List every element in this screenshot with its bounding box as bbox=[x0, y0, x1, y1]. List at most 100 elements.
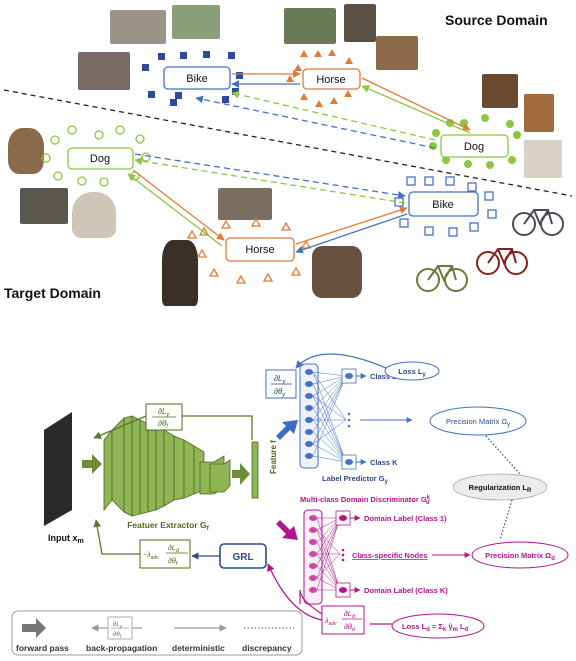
source-bike-node bbox=[163, 66, 231, 90]
target-bike-markers bbox=[394, 176, 497, 237]
gradient-dd-numerator: ∂Ld bbox=[344, 609, 356, 620]
loss-d-ellipse bbox=[391, 613, 485, 639]
dog-photo bbox=[524, 140, 562, 178]
class-specific-nodes-label: Class-specific Nodes bbox=[352, 551, 427, 560]
domain-label-1: Domain Label (Class 1) bbox=[364, 514, 447, 523]
gradient-df-prefix: −λadv bbox=[143, 552, 159, 561]
dog-photo bbox=[8, 128, 44, 174]
legend-discrepancy-label: discrepancy bbox=[242, 643, 292, 653]
gradient-dd-prefix: λadv bbox=[324, 618, 337, 627]
input-image bbox=[44, 412, 72, 526]
discrepancy-line bbox=[499, 499, 513, 541]
target-horse-node bbox=[225, 237, 295, 262]
gradient-df-numerator: ∂Ld bbox=[168, 543, 180, 554]
source-bike-markers bbox=[142, 51, 243, 106]
precision-matrix-y-label: Precision Matrix Ωy bbox=[446, 417, 510, 428]
discriminator-nodes bbox=[309, 515, 317, 593]
regularization-label: Regularization LR bbox=[469, 483, 532, 494]
class-k-node bbox=[345, 459, 353, 465]
source-horse-node bbox=[302, 68, 361, 90]
source-horse-label: Horse bbox=[316, 74, 345, 86]
domain-class-1-node bbox=[339, 515, 347, 521]
target-bike-label: Bike bbox=[432, 199, 453, 211]
discriminator-backprop bbox=[267, 563, 323, 621]
discrepancy-line bbox=[485, 435, 521, 475]
label-predictor-edges bbox=[312, 371, 347, 463]
gradient-box-discriminator bbox=[321, 605, 365, 635]
bike-drawing bbox=[416, 209, 564, 292]
backprop-line bbox=[182, 415, 253, 440]
forward-pass-arrow bbox=[276, 520, 298, 540]
source-domain-title: Source Domain bbox=[445, 12, 548, 28]
legend-forward-label: forward pass bbox=[16, 643, 69, 653]
ellipsis-dots bbox=[341, 548, 345, 562]
horse-photo bbox=[162, 240, 198, 306]
discriminator-edges bbox=[316, 517, 341, 591]
gradient-f-numerator: ∂Ly bbox=[158, 407, 170, 418]
label-predictor-hidden-layer bbox=[299, 363, 319, 469]
target-domain-title: Target Domain bbox=[4, 285, 101, 301]
precision-matrix-d-label: Precision Matrix Ωd bbox=[485, 551, 555, 562]
target-dog-markers bbox=[41, 125, 151, 187]
legend-backprop-label: back-propagation bbox=[86, 643, 157, 653]
class-k-label: Class K bbox=[370, 458, 398, 467]
label-predictor-label: Label Predictor Gy bbox=[322, 474, 389, 485]
bike-photo bbox=[172, 5, 220, 39]
bike-photo bbox=[110, 10, 166, 44]
feature-extractor-label: Featuer Extractor Gf bbox=[127, 520, 209, 532]
label-predictor-nodes bbox=[305, 369, 313, 459]
precision-matrix-y bbox=[429, 406, 527, 436]
horse-photo bbox=[218, 188, 272, 220]
forward-pass-arrow bbox=[82, 454, 102, 474]
backprop-arrow bbox=[93, 415, 147, 439]
bike-photo bbox=[78, 52, 130, 90]
dog-photo bbox=[482, 74, 518, 108]
target-dog-node bbox=[67, 147, 134, 170]
gradient-y-numerator: ∂Ly bbox=[274, 374, 286, 385]
source-dog-label: Dog bbox=[464, 141, 484, 153]
loss-y-label: Loss Ly bbox=[398, 367, 426, 378]
feature-label: Feature f bbox=[269, 440, 278, 474]
domain-label-k: Domain Label (Class K) bbox=[364, 586, 448, 595]
gradient-y-denominator: ∂θy bbox=[274, 387, 286, 398]
precision-matrix-d bbox=[471, 541, 569, 569]
class-1-label: Class 1 bbox=[370, 372, 396, 381]
grl-label: GRL bbox=[232, 552, 253, 563]
target-dog-label: Dog bbox=[90, 153, 110, 165]
gradient-df-denominator: ∂θf bbox=[168, 556, 178, 567]
horse-photo bbox=[376, 36, 418, 70]
legend-bp-denominator: ∂θf bbox=[113, 631, 122, 640]
legend-forward-icon bbox=[22, 618, 46, 638]
horse-photo bbox=[312, 246, 362, 298]
horse-photo bbox=[344, 4, 376, 42]
legend-bp-numerator: ∂Ly bbox=[113, 621, 123, 630]
domain-class-k-node bbox=[339, 587, 347, 593]
loss-y-backprop bbox=[295, 353, 387, 369]
source-dog-node bbox=[440, 134, 509, 158]
regularization-ellipse bbox=[452, 473, 548, 501]
dog-photo bbox=[524, 94, 554, 132]
class-1-node bbox=[345, 373, 353, 379]
input-label: Input xm bbox=[48, 533, 84, 545]
loss-y-ellipse bbox=[384, 361, 440, 381]
gradient-dd-denominator: ∂θd bbox=[344, 622, 356, 633]
ellipsis-dots bbox=[347, 412, 351, 428]
gradient-f-denominator: ∂θf bbox=[158, 419, 169, 430]
domain-divider bbox=[3, 89, 573, 197]
horse-photo bbox=[284, 8, 336, 44]
dog-photo bbox=[20, 188, 68, 224]
source-bike-label: Bike bbox=[186, 73, 207, 85]
loss-d-label: Loss Ld = Σk ŷm Ld bbox=[402, 622, 469, 633]
forward-pass-arrow bbox=[276, 420, 298, 440]
target-bike-node bbox=[408, 191, 479, 217]
target-horse-label: Horse bbox=[245, 244, 274, 256]
dog-photo bbox=[72, 192, 116, 238]
feature-vector bbox=[251, 441, 259, 499]
legend-deterministic-label: deterministic bbox=[172, 643, 225, 653]
feature-extractor bbox=[103, 415, 231, 517]
forward-pass-arrow bbox=[232, 463, 250, 485]
reversal-backprop-arrow bbox=[93, 519, 140, 555]
